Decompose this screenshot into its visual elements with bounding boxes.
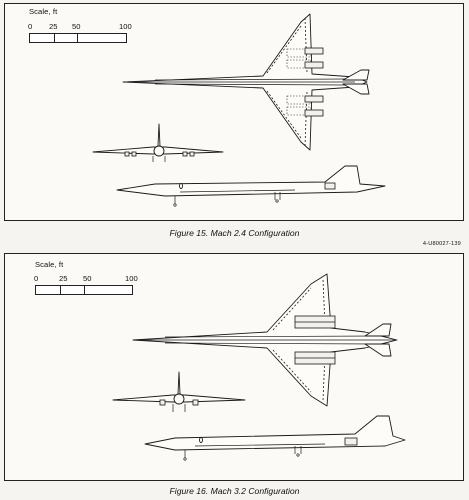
- side-view: [116, 165, 386, 207]
- front-view: [92, 123, 224, 162]
- scale-tick-25: 25: [49, 22, 58, 31]
- scale-bar: [29, 33, 127, 43]
- side-view: [144, 415, 406, 461]
- figure-15-caption: Figure 15. Mach 2.4 Configuration: [169, 228, 300, 238]
- figure-16-caption: Figure 16. Mach 3.2 Configuration: [169, 486, 300, 496]
- plan-view: [132, 273, 398, 407]
- figure-16-panel: Scale, ft 0 25 50 100: [4, 253, 464, 481]
- scale-title: Scale, ft: [29, 7, 58, 16]
- scale-tick-0: 0: [34, 274, 39, 283]
- scale-tick-25: 25: [59, 274, 68, 283]
- scale-tick-50: 50: [83, 274, 92, 283]
- scale-tick-100: 100: [125, 274, 138, 283]
- scale-tick-0: 0: [28, 22, 33, 31]
- figure-15-panel: Scale, ft 0 25 50 100: [4, 3, 464, 221]
- scale-title: Scale, ft: [35, 260, 64, 269]
- front-view: [112, 371, 246, 412]
- document-id: 4-U80027-139: [422, 241, 461, 247]
- scale-bar: [35, 285, 133, 295]
- plan-view: [122, 13, 370, 151]
- mach-3-2-aircraft-drawing: [112, 273, 406, 461]
- mach-2-4-aircraft-drawing: [92, 13, 386, 207]
- scale-tick-100: 100: [119, 22, 132, 31]
- scale-tick-50: 50: [72, 22, 81, 31]
